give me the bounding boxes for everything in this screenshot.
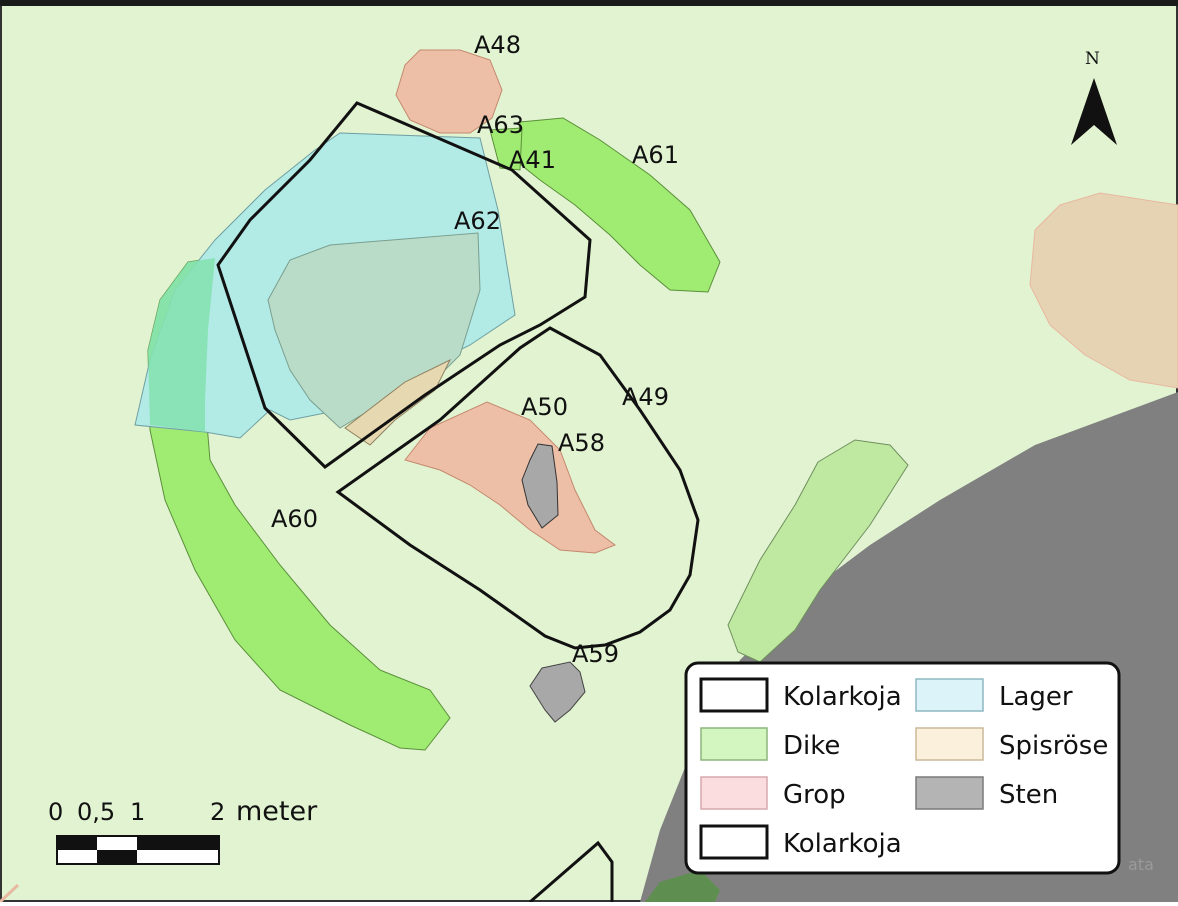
- label-a61: A61: [632, 141, 679, 169]
- legend-label-grop: Grop: [783, 780, 846, 810]
- dike-polygon-a61: [514, 117, 721, 293]
- legend: Kolarkoja Lager Dike Spisröse Grop Sten …: [684, 661, 1121, 875]
- legend-item-dike: Dike: [700, 727, 840, 761]
- kolarkoja-outline-a63: [216, 101, 592, 469]
- scale-seg-bottom-1: [97, 850, 137, 864]
- label-a63: A63: [477, 111, 524, 139]
- label-a49: A49: [622, 383, 669, 411]
- legend-label-dike: Dike: [783, 731, 840, 761]
- scale-tick-0: 0: [48, 798, 63, 826]
- legend-label-spisrose: Spisröse: [999, 731, 1108, 761]
- scale-seg-top-1: [57, 836, 97, 850]
- legend-label-sten: Sten: [999, 780, 1058, 810]
- dike-polygon-right: [727, 439, 909, 663]
- scale-tick-0-5: 0,5: [77, 798, 115, 826]
- north-arrow-label: N: [1085, 49, 1100, 69]
- legend-item-kolarkoja: Kolarkoja: [699, 677, 902, 713]
- legend-box: [684, 661, 1121, 875]
- lager-dike-overlap: [148, 258, 215, 432]
- scale-tick-2: 2: [210, 798, 225, 826]
- sten-polygon-a58: [521, 443, 559, 529]
- label-a41: A41: [509, 146, 556, 174]
- kolarkoja-outline-bottom: [529, 840, 614, 904]
- dike-polygon-a41: [489, 127, 523, 171]
- attribution-text: ata: [1128, 855, 1154, 874]
- legend-item-sten: Sten: [915, 776, 1058, 810]
- scale-bar: 0 0,5 1 2 meter: [48, 796, 318, 865]
- dike-polygon-bottom: [645, 870, 720, 902]
- grop-polygon-a50: [404, 401, 617, 554]
- map-edge-fragment: [0, 883, 20, 904]
- legend-swatch-kolarkoja-2: [699, 824, 769, 860]
- label-a59: A59: [572, 640, 619, 668]
- legend-swatch-kolarkoja: [699, 677, 769, 713]
- legend-label-kolarkoja-2: Kolarkoja: [783, 829, 902, 859]
- label-a58: A58: [558, 429, 605, 457]
- kolarkoja-outline-a49: [335, 326, 700, 650]
- north-arrow: N: [1071, 49, 1117, 145]
- legend-swatch-spisrose: [915, 727, 984, 761]
- legend-label-lager: Lager: [999, 682, 1073, 712]
- scale-seg-top-2: [137, 836, 219, 850]
- legend-swatch-grop: [700, 776, 768, 810]
- legend-item-grop: Grop: [700, 776, 846, 810]
- label-a60: A60: [271, 505, 318, 533]
- legend-swatch-sten: [915, 776, 984, 810]
- legend-item-lager: Lager: [915, 678, 1073, 712]
- label-a62: A62: [454, 207, 501, 235]
- legend-swatch-dike: [700, 727, 768, 761]
- legend-item-spisrose: Spisröse: [915, 727, 1108, 761]
- spisrose-polygon-right: [1029, 192, 1178, 389]
- legend-swatch-lager: [915, 678, 984, 712]
- north-arrow-icon: [1071, 78, 1117, 145]
- grop-polygon-a48: [395, 49, 503, 134]
- label-a48: A48: [474, 31, 521, 59]
- legend-label-kolarkoja: Kolarkoja: [783, 682, 902, 712]
- scale-unit: meter: [236, 796, 318, 827]
- legend-item-kolarkoja-2: Kolarkoja: [699, 824, 902, 860]
- scale-tick-1: 1: [130, 798, 145, 826]
- label-a50: A50: [521, 393, 568, 421]
- sten-polygon-a59: [529, 661, 586, 723]
